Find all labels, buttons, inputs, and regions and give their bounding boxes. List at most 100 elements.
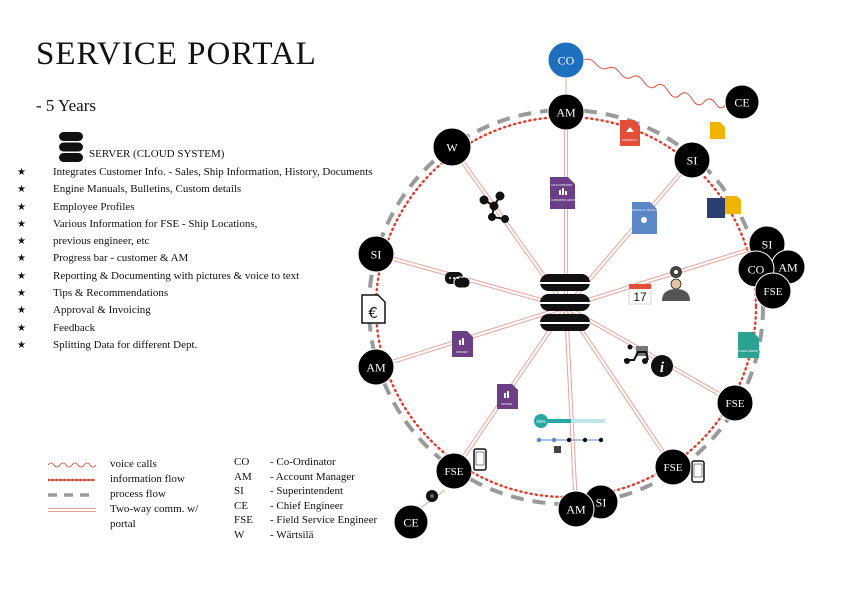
node-circle [673, 141, 711, 179]
engineer-icon [662, 266, 690, 301]
dashed-line-icon [48, 493, 96, 497]
double-line-icon [48, 508, 96, 512]
svg-text:€: € [368, 304, 378, 322]
abbreviation-row: CO- Co-Ordinator [234, 456, 336, 468]
node-label: SI [596, 495, 607, 509]
feature-item: ★Splitting Data for different Dept. [17, 337, 372, 354]
node-fse-cluster: FSE [754, 272, 792, 310]
star-icon: ★ [17, 253, 26, 265]
share-network-icon [479, 191, 509, 223]
two-way-spoke [564, 307, 673, 469]
feature-item: ★Tips & Recommendations [17, 285, 372, 302]
work-order-doc-icon: WORK ORDER [738, 332, 759, 358]
star-icon: ★ [17, 201, 26, 213]
old-report-doc-icon: OLD REPORT RECOMMEND ATIONS [547, 177, 578, 209]
node-ce-top: CE [724, 84, 760, 120]
euro-invoice-icon: € [361, 294, 386, 324]
central-server-icon [540, 274, 590, 331]
feature-item: ★Reporting & Documenting with pictures &… [17, 268, 372, 285]
abbreviation-row: AM- Account Manager [234, 470, 355, 483]
node-label: CO [748, 262, 765, 276]
report-doc-icon: REPORT [452, 331, 473, 357]
manuals-doc-icon: ENGINE MANUALS, BULLETINS, ETC [614, 202, 675, 234]
node-circle [547, 93, 585, 131]
node-am-top: AM [547, 93, 585, 131]
node-label: CE [403, 515, 418, 529]
node-si-right: SI [673, 141, 711, 179]
svg-text:REPORT: REPORT [456, 350, 467, 354]
abbreviation-row: W- Wärtsilä [234, 528, 314, 541]
svg-text:i: i [660, 360, 665, 376]
calendar-icon: 17 [628, 283, 652, 305]
server-icon [59, 132, 83, 162]
svg-text:50%: 50% [536, 419, 545, 424]
two-way-spoke [565, 241, 767, 306]
node-label: SI [371, 247, 382, 261]
node-fse-right: FSE [716, 384, 754, 422]
node-circle [754, 272, 792, 310]
node-label: SI [762, 237, 773, 251]
star-icon: ★ [17, 270, 26, 282]
node-circle [432, 127, 472, 167]
node-label: AM [366, 360, 386, 374]
abbreviation-key: CO- Co-Ordinator AM- Account Manager SI-… [234, 456, 377, 544]
node-am-bottom: AM [557, 490, 595, 528]
yellow-folder-icon [707, 196, 741, 218]
node-label: AM [778, 260, 798, 274]
timeline-icon [536, 437, 604, 453]
node-circle [393, 504, 429, 540]
two-way-spoke [566, 305, 675, 467]
svg-text:WORK ORDER: WORK ORDER [738, 349, 758, 353]
node-si-left: SI [357, 235, 395, 273]
node-label: FSE [726, 398, 745, 410]
feature-item: ★Integrates Customer Info. - Sales, Ship… [17, 164, 372, 181]
node-fse-bottom-right: FSE [654, 448, 692, 486]
two-way-spoke [375, 255, 566, 310]
feature-list: ★Integrates Customer Info. - Sales, Ship… [17, 164, 372, 354]
report-doc-icon: REPORT [497, 384, 518, 409]
abbreviation-row: CE- Chief Engineer [234, 499, 344, 512]
node-label: CE [734, 95, 749, 109]
node-label: FSE [664, 462, 683, 474]
star-icon: ★ [17, 184, 26, 196]
abbreviation-row: SI- Superintendent [234, 485, 344, 498]
page-subtitle: - 5 Years [36, 96, 96, 115]
abbreviation-row: FSE- Field Service Engineer [234, 514, 378, 527]
yellow-doc-icon [710, 122, 725, 139]
node-circle [547, 41, 585, 79]
node-am-left: AM [357, 348, 395, 386]
chat-icon [445, 272, 471, 289]
node-circle [716, 384, 754, 422]
svg-text:17: 17 [633, 290, 647, 304]
two-way-spoke [567, 306, 579, 509]
feature-item: ★previous engineer, etc [17, 233, 372, 250]
voice-call-line [583, 58, 729, 109]
node-label: FSE [445, 466, 464, 478]
node-label: SI [687, 153, 698, 167]
star-icon: ★ [17, 322, 26, 334]
node-label: CO [558, 53, 575, 67]
gear-icon [426, 490, 438, 502]
node-circle [724, 84, 760, 120]
node-label: AM [566, 502, 586, 516]
svg-text:REPORT: REPORT [501, 402, 512, 406]
svg-text:RECOMMEND ATIONS: RECOMMEND ATIONS [547, 198, 578, 202]
svg-text:OLD REPORT: OLD REPORT [551, 183, 573, 187]
node-circle [654, 448, 692, 486]
proposal-doc-icon: PROPOSAL [620, 120, 640, 146]
node-co-top: CO [547, 41, 585, 79]
mobile-phone-icon [473, 448, 487, 471]
svg-text:ENGINE MANUALS, BULLETINS, ETC: ENGINE MANUALS, BULLETINS, ETC [614, 208, 675, 213]
mobile-phone-icon [691, 460, 705, 483]
progress-bar: 50% [534, 414, 605, 428]
feature-item: ★Various Information for FSE - Ship Loca… [17, 216, 372, 233]
star-icon: ★ [17, 305, 26, 317]
feature-item: ★Feedback [17, 320, 372, 337]
node-circle [357, 235, 395, 273]
node-circle [357, 348, 395, 386]
feature-item: ★Progress bar - customer & AM [17, 250, 372, 267]
wavy-line-icon [48, 462, 97, 468]
two-way-spoke [376, 251, 567, 306]
